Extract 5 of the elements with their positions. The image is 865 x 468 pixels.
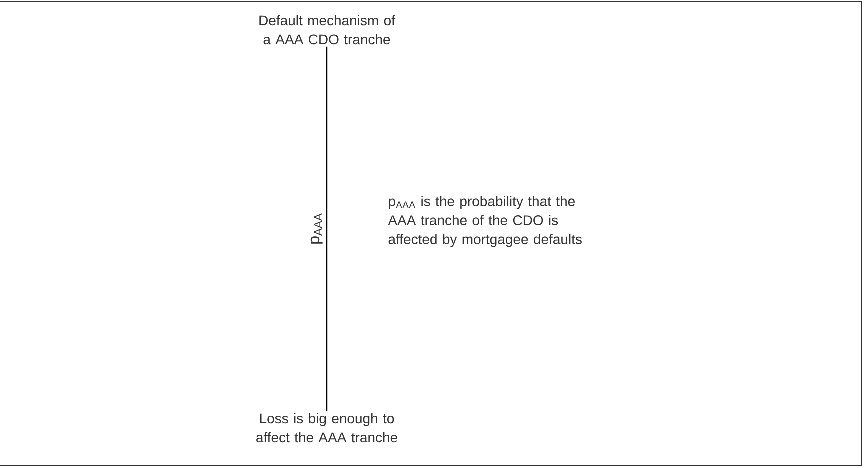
line <box>326 46 328 412</box>
node-text: Default mechanism of a AAA CDO tranche <box>260 15 396 45</box>
node-text: Loss is big enough to affect the AAA tranche <box>256 413 398 443</box>
edge-label: p$_{AAA}$ <box>310 214 323 244</box>
note: p$_{AAA}$ is the probability that the AAA tranche of the CDO is affected by mortgagee defaults <box>388 196 582 248</box>
